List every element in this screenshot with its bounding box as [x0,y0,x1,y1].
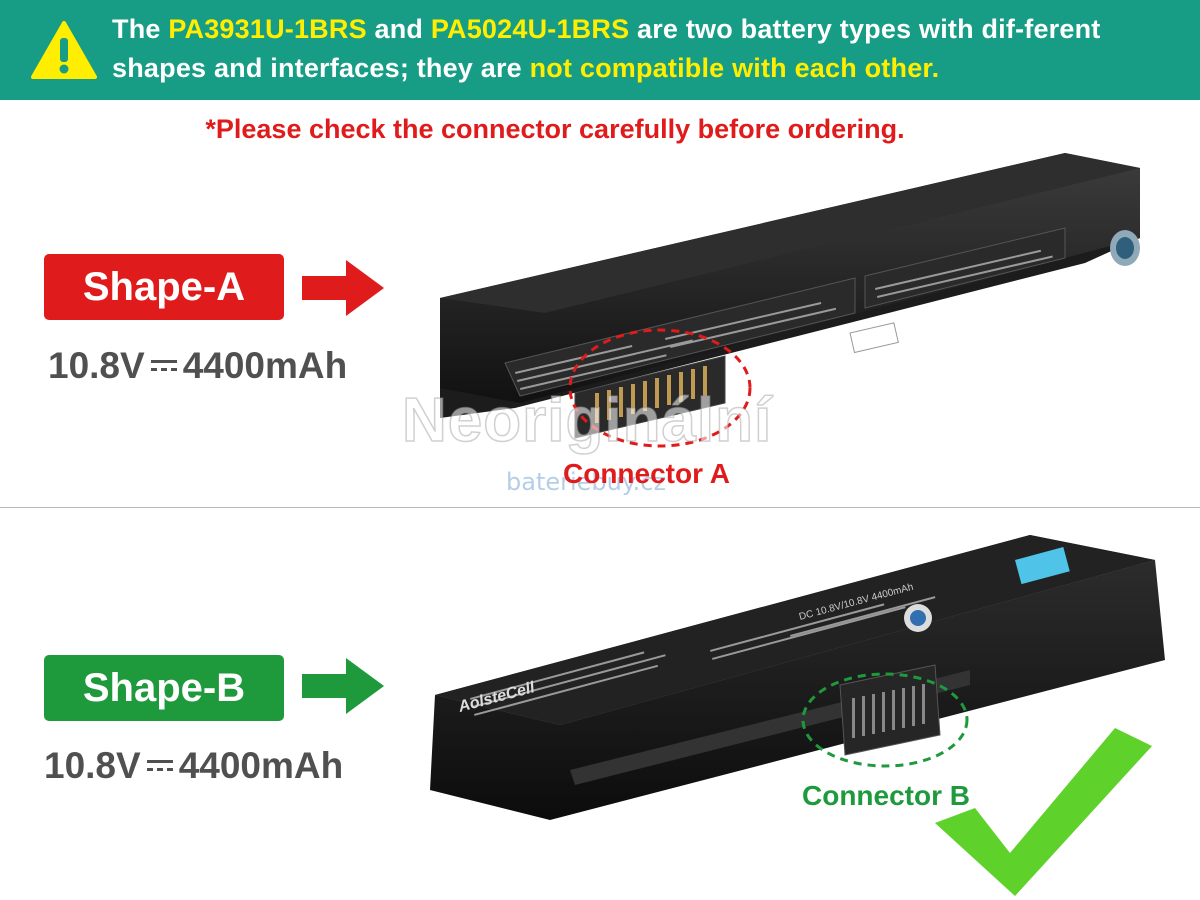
voltage-value: 10.8V [48,345,145,386]
section-divider [0,507,1200,508]
battery-a-image [440,153,1140,448]
capacity-value: 4400mAh [178,745,344,786]
model-b-name: PA5024U-1BRS [430,14,630,44]
order-notice: *Please check the connector carefully be… [205,114,905,144]
watermark-text: Neoriginální [401,385,773,456]
battery-b-image: AolsteCell DC 10.8V/10.8V 4400mAh [430,535,1165,820]
incompatibility-emphasis: not compatible with each other. [529,53,940,83]
shape-b-label: Shape-B [44,655,284,721]
warning-icon [31,21,97,79]
shape-a-spec: 10.8V 4400mAh [48,345,347,387]
dc-symbol-icon [146,760,173,772]
capacity-value: 4400mAh [182,345,348,386]
voltage-value: 10.8V [44,745,141,786]
connector-b-label: Connector B [802,780,970,811]
arrow-right-icon [302,260,384,316]
model-a-name: PA3931U-1BRS [168,14,367,44]
compatibility-warning: The PA3931U-1BRS and PA5024U-1BRS are tw… [112,14,1101,83]
dc-symbol-icon [150,360,177,372]
site-watermark: bateriebuy.cz [506,468,667,496]
arrow-right-icon [302,658,384,714]
warning-banner: The PA3931U-1BRS and PA5024U-1BRS are tw… [0,0,1200,100]
connector-a-label: Connector A [563,458,730,489]
shape-b-spec: 10.8V 4400mAh [44,745,343,787]
check-icon [935,728,1152,896]
shape-a-label: Shape-A [44,254,284,320]
